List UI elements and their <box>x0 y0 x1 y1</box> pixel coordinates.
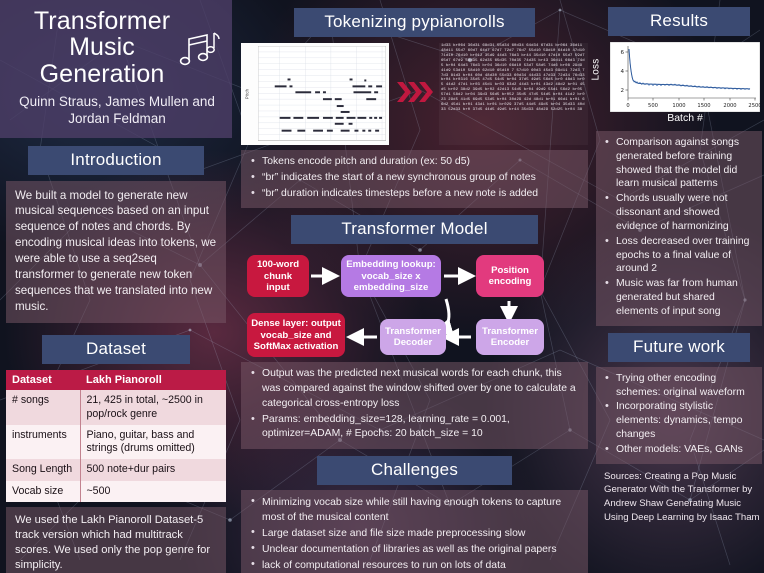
node-embedding-lookup: Embedding lookup: vocab_size x embedding… <box>341 255 441 298</box>
introduction-panel: We built a model to generate new musical… <box>6 180 226 324</box>
middle-column: Tokenizing pypianorolls Pitch <box>239 0 590 573</box>
future-work-panel: Trying other encoding schemes: original … <box>596 366 762 464</box>
dataset-note-panel: We used the Lakh Pianoroll Dataset-5 tra… <box>6 506 226 573</box>
node-transformer-decoder: Transformer Decoder <box>380 319 446 356</box>
introduction-body: We built a model to generate new musical… <box>15 188 217 314</box>
cell-value: 21, 425 in total, ~2500 in pop/rock genr… <box>80 390 226 425</box>
list-item: Params: embedding_size=128, learning_rat… <box>249 412 580 443</box>
challenges-panel: Minimizing vocab size while still having… <box>241 490 588 573</box>
section-header-dataset: Dataset <box>42 335 190 365</box>
pianoroll-figure: Pitch <box>241 43 389 145</box>
cell-value: Piano, guitar, bass and strings (drums o… <box>80 424 226 460</box>
cell-value: ~500 <box>80 480 226 502</box>
section-header-challenges: Challenges <box>317 456 512 486</box>
left-column: Transformer Music Generation Quinn Strau… <box>0 0 232 573</box>
cell-label: Vocab size <box>6 480 81 502</box>
list-item: Loss decreased over training epochs to a… <box>603 234 755 276</box>
author-list: Quinn Straus, James Mullen and Jordan Fe… <box>19 93 215 126</box>
dataset-note-body: We used the Lakh Pianoroll Dataset-5 tra… <box>15 513 211 572</box>
svg-text:6: 6 <box>620 50 624 56</box>
results-list: Comparison against songs generated befor… <box>603 135 755 319</box>
model-notes-panel: Output was the predicted next musical wo… <box>241 362 588 450</box>
right-column: Results Loss <box>590 0 764 524</box>
model-notes-list: Output was the predicted next musical wo… <box>249 366 580 443</box>
dataset-table: Dataset Lakh Pianoroll # songs 21, 425 i… <box>6 370 226 502</box>
list-item: “br” indicates the start of a new synchr… <box>249 170 580 186</box>
section-header-tokenizing: Tokenizing pypianorolls <box>294 8 535 37</box>
table-row: Song Length 500 note+dur pairs <box>6 459 226 481</box>
pianoroll-y-axis-label: Pitch <box>244 88 250 100</box>
pianoroll-plot: C7A6 F6D6 B5G5 E5C5 <box>258 46 386 141</box>
svg-text:2500: 2500 <box>748 103 760 109</box>
list-item: Tokens encode pitch and duration (ex: 50… <box>249 154 580 170</box>
list-item: Comparison against songs generated befor… <box>603 135 755 191</box>
token-notes-list: Tokens encode pitch and duration (ex: 50… <box>249 154 580 202</box>
node-chunk-input: 100-word chunk input <box>247 255 309 298</box>
poster-header: Transformer Music Generation Quinn Strau… <box>0 0 232 138</box>
table-row: instruments Piano, guitar, bass and stri… <box>6 424 226 460</box>
table-row: Vocab size ~500 <box>6 480 226 502</box>
table-header-row: Dataset Lakh Pianoroll <box>6 370 226 391</box>
list-item: Output was the predicted next musical wo… <box>249 366 580 411</box>
node-dense-layer: Dense layer: output vocab_size and SoftM… <box>247 313 345 358</box>
list-item: Large dataset size and file size made pr… <box>249 525 580 541</box>
triple-chevron-right-icon <box>395 79 433 110</box>
cell-label: # songs <box>6 390 81 425</box>
list-item: Music was far from human generated but s… <box>603 276 755 318</box>
transformer-model-diagram: 100-word chunk input Embedding lookup: v… <box>241 249 588 358</box>
list-item: Trying other encoding schemes: original … <box>603 371 755 400</box>
cell-value: 500 note+dur pairs <box>80 459 226 481</box>
cell-label: Song Length <box>6 459 81 481</box>
tokenizing-figure-row: Pitch <box>241 43 588 145</box>
section-header-future-work: Future work <box>608 332 750 362</box>
table-row: # songs 21, 425 in total, ~2500 in pop/r… <box>6 390 226 425</box>
page-title: Transformer Music Generation <box>33 7 171 88</box>
sources-text: Sources: Creating a Pop Music Generator … <box>604 470 760 523</box>
list-item: “br” duration indicates timesteps before… <box>249 186 580 202</box>
challenges-list: Minimizing vocab size while still having… <box>249 494 580 573</box>
svg-text:0: 0 <box>626 103 629 109</box>
chart-x-axis-label: Batch # <box>667 112 703 124</box>
column-header-value: Lakh Pianoroll <box>80 370 226 391</box>
svg-text:2000: 2000 <box>723 103 736 109</box>
section-header-results: Results <box>608 7 750 36</box>
column-header-dataset: Dataset <box>6 370 80 391</box>
svg-text:500: 500 <box>648 103 658 109</box>
list-item: Incorporating stylistic elements: dynami… <box>603 399 755 441</box>
results-panel: Comparison against songs generated befor… <box>596 131 762 326</box>
future-work-list: Trying other encoding schemes: original … <box>603 371 755 457</box>
loss-chart: 0 500 1000 1500 2000 2500 2 4 6 <box>609 41 762 113</box>
loss-chart-svg: 0 500 1000 1500 2000 2500 2 4 6 <box>609 41 762 113</box>
svg-text:4: 4 <box>620 69 624 75</box>
section-header-introduction: Introduction <box>28 145 204 175</box>
svg-text:1500: 1500 <box>697 103 710 109</box>
node-position-encoding: Position encoding <box>476 255 544 298</box>
svg-text:1000: 1000 <box>672 103 685 109</box>
loss-curve <box>628 48 751 90</box>
list-item: Minimizing vocab size while still having… <box>249 494 580 525</box>
list-item: Unclear documentation of libraries as we… <box>249 541 580 557</box>
token-dump-text: 1d33 br064 36d31 68d31 55d34 60d34 64d34… <box>439 43 588 145</box>
svg-text:2: 2 <box>620 88 624 94</box>
sources-block: Sources: Creating a Pop Music Generator … <box>604 470 762 524</box>
token-notes-panel: Tokens encode pitch and duration (ex: 50… <box>241 150 588 209</box>
cell-label: instruments <box>6 424 81 460</box>
list-item: lack of computational resources to run o… <box>249 557 580 573</box>
list-item: Other models: VAEs, GANs <box>603 442 755 457</box>
music-note-icon <box>179 32 220 66</box>
node-transformer-encoder: Transformer Encoder <box>476 319 544 356</box>
chart-y-axis-label: Loss <box>590 58 602 81</box>
list-item: Chords usually were not dissonant and sh… <box>603 191 755 233</box>
section-header-transformer-model: Transformer Model <box>291 215 538 245</box>
